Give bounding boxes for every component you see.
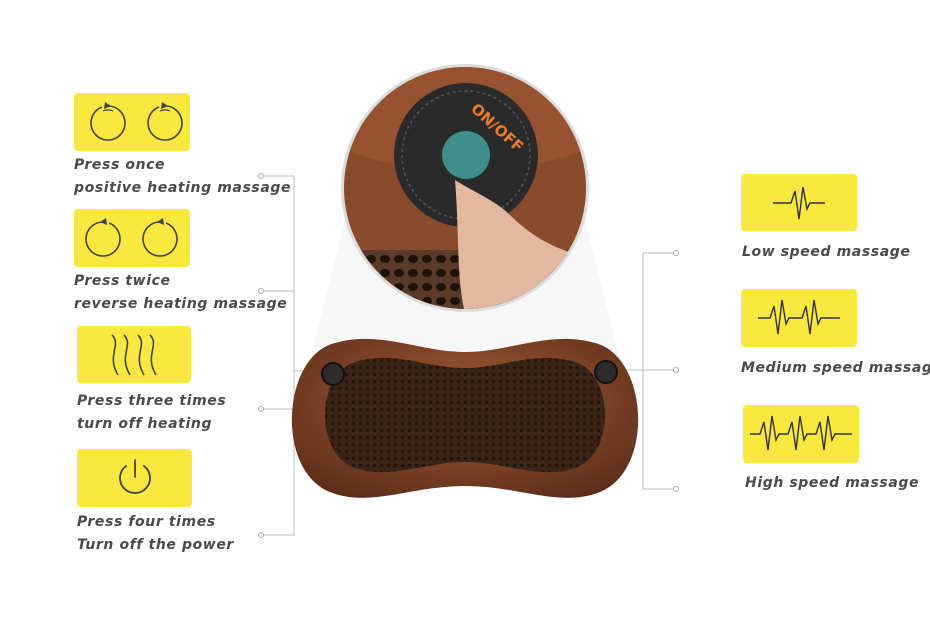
mode-caption-press-four: Press four times Turn off the power <box>77 511 234 557</box>
speed-label: Medium speed massage <box>741 360 930 376</box>
pulse-high-icon <box>750 415 852 451</box>
pillow-body <box>291 338 639 498</box>
speed-label: Low speed massage <box>742 244 911 260</box>
zoom-detail: ON/OFF <box>341 64 589 312</box>
pulse-low-icon <box>773 186 825 219</box>
speed-caption-high: High speed massage <box>745 472 919 495</box>
caption-line1: Press twice <box>74 273 171 289</box>
speed-caption-low: Low speed massage <box>742 241 910 264</box>
speed-card-medium <box>741 289 857 347</box>
mode-card-press-three <box>77 326 191 383</box>
counterclockwise-arrows-icon <box>85 218 178 257</box>
caption-line2: Turn off the power <box>77 537 234 553</box>
caption-line2: reverse heating massage <box>74 296 288 312</box>
mode-caption-press-once: Press once positive heating massage <box>74 154 291 200</box>
mode-card-press-four <box>77 449 192 507</box>
heat-waves-icon <box>111 333 157 375</box>
caption-line1: Press four times <box>77 514 216 530</box>
mode-caption-press-twice: Press twice reverse heating massage <box>74 270 287 316</box>
mode-caption-press-three: Press three times turn off heating <box>77 390 226 436</box>
speed-card-high <box>743 405 859 463</box>
mode-card-press-twice <box>74 209 190 267</box>
caption-line1: Press three times <box>77 393 227 409</box>
speed-card-low <box>741 174 857 231</box>
speed-caption-medium: Medium speed massage <box>741 357 930 380</box>
pulse-medium-icon <box>758 299 840 335</box>
mode-card-press-once <box>74 93 190 151</box>
caption-line2: turn off heating <box>77 416 213 432</box>
speed-label: High speed massage <box>745 475 920 491</box>
caption-line2: positive heating massage <box>74 180 292 196</box>
clockwise-arrows-icon <box>90 102 183 141</box>
power-icon <box>118 459 151 494</box>
caption-line1: Press once <box>74 157 166 173</box>
